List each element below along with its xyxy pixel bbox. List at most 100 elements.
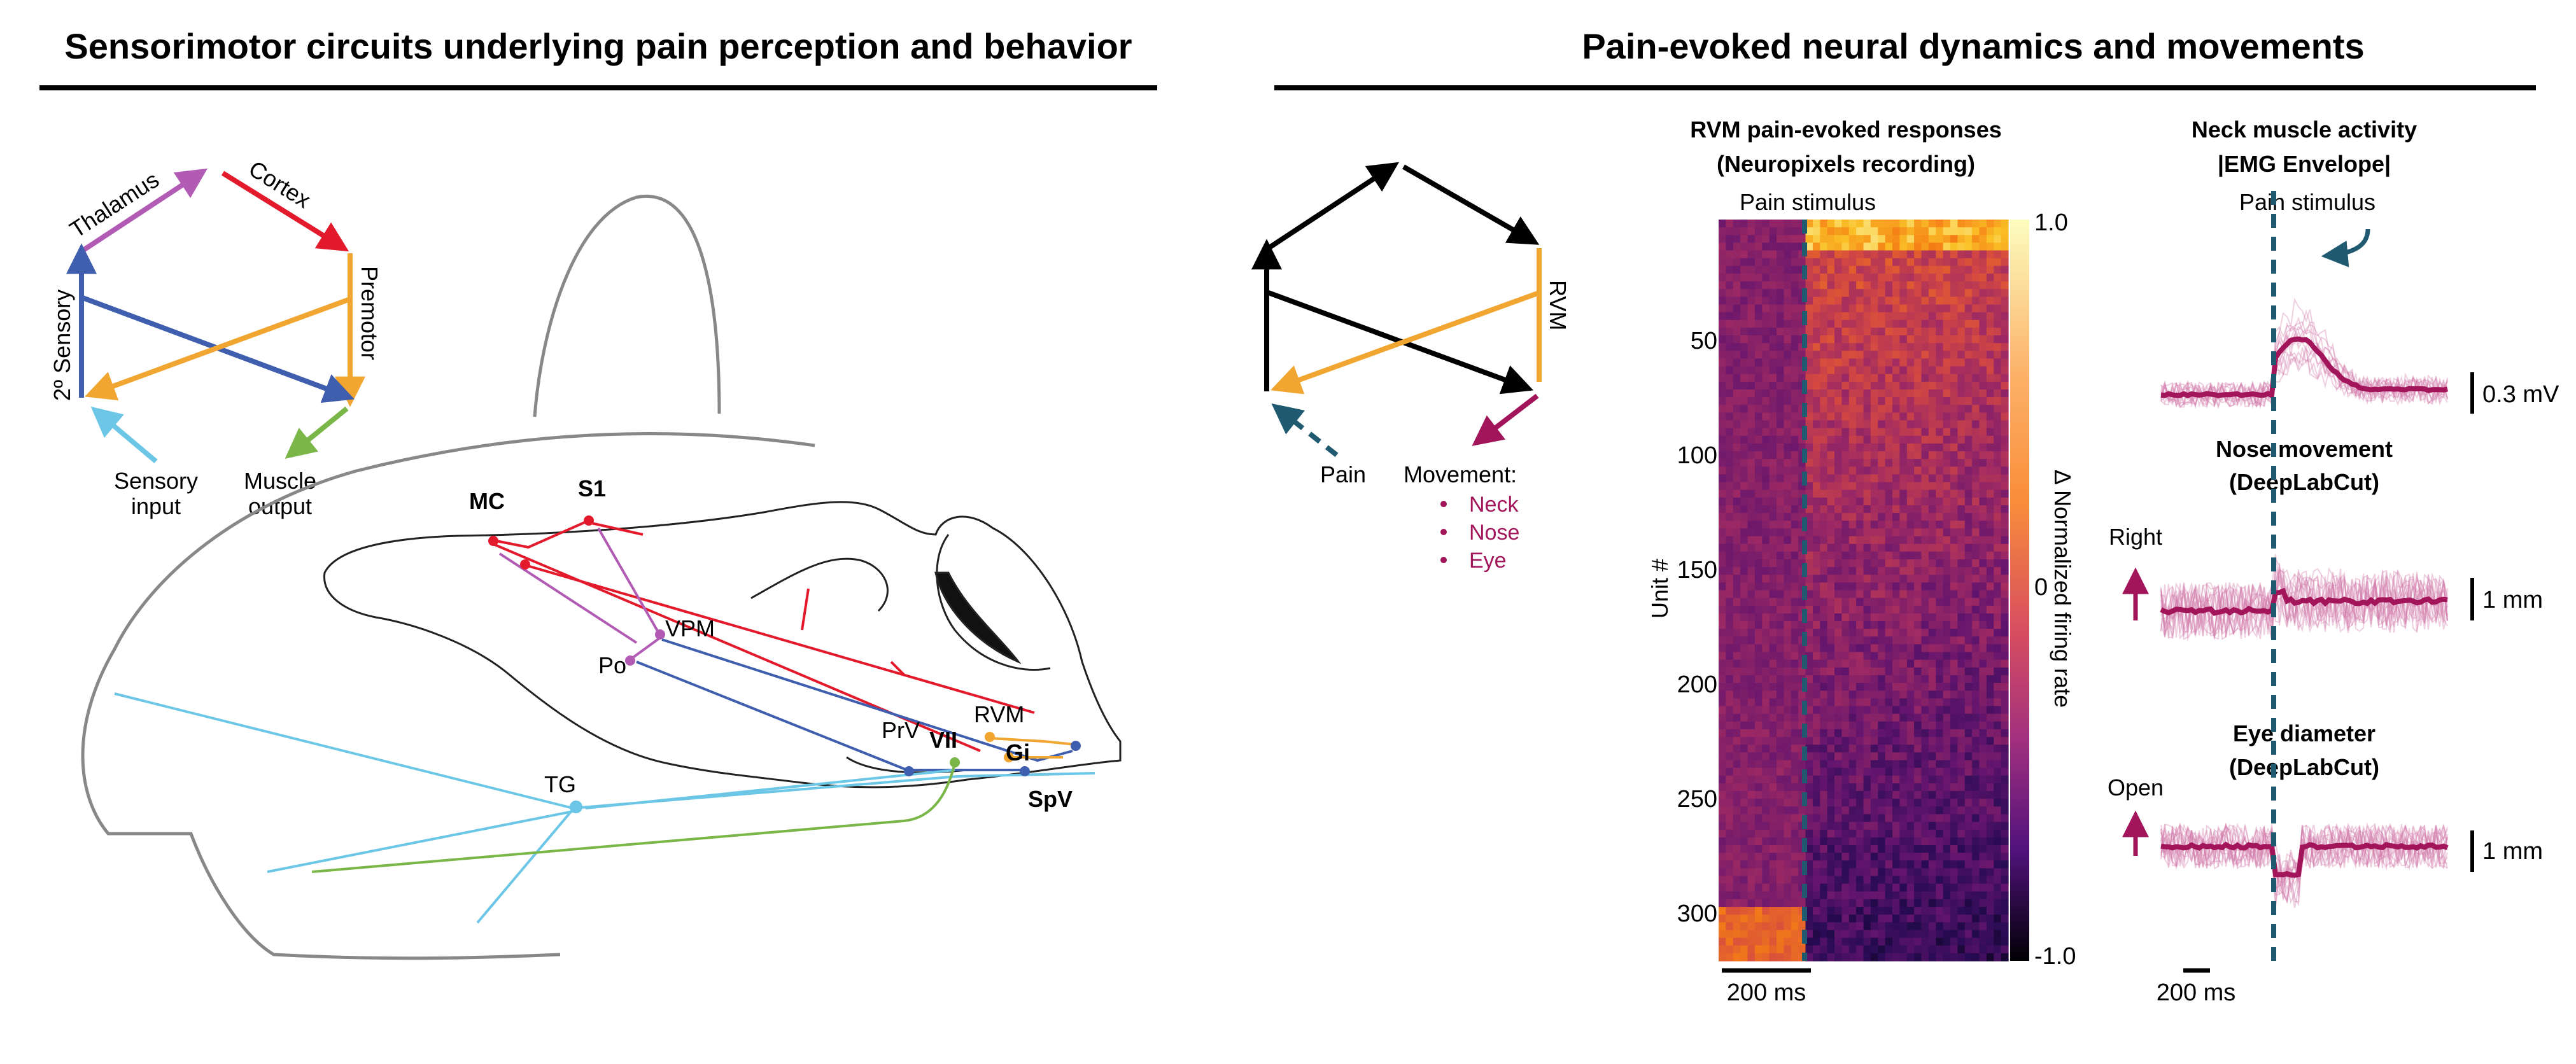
heatmap-cell	[1870, 543, 1878, 552]
heatmap-cell	[1870, 351, 1878, 359]
heatmap-cell	[1921, 513, 1929, 521]
heatmap-cell	[1719, 791, 1726, 799]
heatmap-cell	[1791, 575, 1799, 583]
heatmap-cell	[1964, 837, 1973, 846]
heatmap-cell	[1719, 242, 1726, 251]
heatmap-cell	[1870, 706, 1878, 715]
heatmap-cell	[1943, 428, 1951, 437]
heatmap-cell	[1899, 289, 1908, 297]
heatmap-cell	[1762, 273, 1770, 282]
heatmap-cell	[1740, 683, 1749, 691]
heatmap-cell	[1863, 868, 1871, 877]
heatmap-cell	[1834, 242, 1842, 251]
heatmap-cell	[1994, 837, 2002, 846]
heatmap-cell	[1805, 605, 1813, 614]
heatmap-cell	[1856, 343, 1864, 351]
heatmap-cell	[1906, 435, 1915, 444]
heatmap-cell	[1914, 760, 1922, 769]
vii-dot	[950, 757, 960, 767]
heatmap-cell	[1885, 405, 1893, 413]
heatmap-cell	[1719, 575, 1726, 583]
heatmap-cell	[1820, 721, 1828, 730]
heatmap-cell	[1863, 783, 1871, 792]
heatmap-cell	[1726, 629, 1734, 637]
heatmap-cell	[1848, 629, 1857, 637]
heatmap-cell	[1740, 767, 1749, 776]
heatmap-cell	[1863, 613, 1871, 622]
heatmap-cell	[1928, 528, 1936, 537]
heatmap-cell	[1892, 667, 1900, 676]
neck-stimulus-label: Pain stimulus	[2239, 189, 2375, 215]
heatmap-cell	[1863, 528, 1871, 537]
heatmap-cell	[1943, 489, 1951, 498]
heatmap-cell	[1856, 713, 1864, 722]
heatmap-cell	[1979, 235, 1987, 243]
heatmap-cell	[1943, 698, 1951, 707]
heatmap-cell	[1791, 482, 1799, 491]
heatmap-cell	[1777, 397, 1784, 405]
po-dot	[625, 655, 635, 666]
heatmap-cell	[1972, 428, 1980, 437]
heatmap-cell	[1827, 250, 1835, 259]
heatmap-cell	[1719, 907, 1726, 915]
heatmap-cell	[1754, 374, 1763, 382]
heatmap-cell	[1719, 767, 1726, 776]
heatmap-cell	[1950, 567, 1958, 575]
heatmap-cell	[1791, 474, 1799, 483]
heatmap-cell	[1972, 273, 1980, 282]
heatmap-cell	[1777, 853, 1784, 861]
heatmap-cell	[1834, 304, 1842, 313]
heatmap-cell	[1733, 312, 1741, 321]
heatmap-cell	[1740, 265, 1749, 274]
heatmap-cell	[1777, 868, 1784, 877]
heatmap-cell	[2001, 319, 2009, 328]
heatmap-cell	[1812, 559, 1820, 568]
heatmap-cell	[1848, 235, 1857, 243]
heatmap-cell	[1878, 582, 1886, 591]
heatmap-cell	[1747, 767, 1756, 776]
heatmap-cell	[1892, 783, 1900, 792]
heatmap-cell	[1899, 629, 1908, 637]
heatmap-cell	[1747, 451, 1756, 459]
heatmap-cell	[1943, 258, 1951, 267]
heatmap-cell	[1733, 713, 1741, 722]
heatmap-cell	[1762, 513, 1770, 521]
heatmap-cell	[1740, 420, 1749, 429]
heatmap-cell	[1950, 860, 1958, 869]
heatmap-cell	[1994, 227, 2002, 235]
heatmap-cell	[1870, 582, 1878, 591]
heatmap-cell	[1928, 659, 1936, 668]
heatmap-cell	[1928, 845, 1936, 853]
heatmap-cell	[1878, 891, 1886, 900]
heatmap-cell	[1762, 220, 1770, 228]
heatmap-cell	[1740, 829, 1749, 838]
heatmap-cell	[1914, 543, 1922, 552]
heatmap-cell	[1762, 837, 1770, 846]
heatmap-title-1: RVM pain-evoked responses	[1690, 116, 2002, 143]
heatmap-cell	[1885, 590, 1893, 599]
heatmap-cell	[1914, 914, 1922, 923]
heatmap-cell	[1986, 729, 1994, 738]
heatmap-cell	[1841, 590, 1850, 599]
heatmap-cell	[1979, 752, 1987, 760]
heatmap-cell	[1957, 567, 1966, 575]
heatmap-cell	[1863, 435, 1871, 444]
heatmap-cell	[1812, 822, 1820, 830]
heatmap-cell	[1943, 343, 1951, 351]
heatmap-cell	[1784, 860, 1792, 869]
heatmap-cell	[1986, 420, 1994, 429]
heatmap-cell	[1769, 319, 1777, 328]
heatmap-cell	[1812, 953, 1820, 962]
heatmap-cell	[1950, 227, 1958, 235]
heatmap-cell	[1928, 459, 1936, 467]
heatmap-cell	[1943, 459, 1951, 467]
heatmap-cell	[1914, 922, 1922, 930]
heatmap-cell	[1834, 297, 1842, 305]
heatmap-cell	[1906, 389, 1915, 398]
heatmap-cell	[1740, 319, 1749, 328]
heatmap-cell	[1870, 799, 1878, 807]
heatmap-cell	[1820, 799, 1828, 807]
heatmap-cell	[1892, 389, 1900, 398]
heatmap-cell	[1762, 683, 1770, 691]
heatmap-cell	[1762, 466, 1770, 475]
